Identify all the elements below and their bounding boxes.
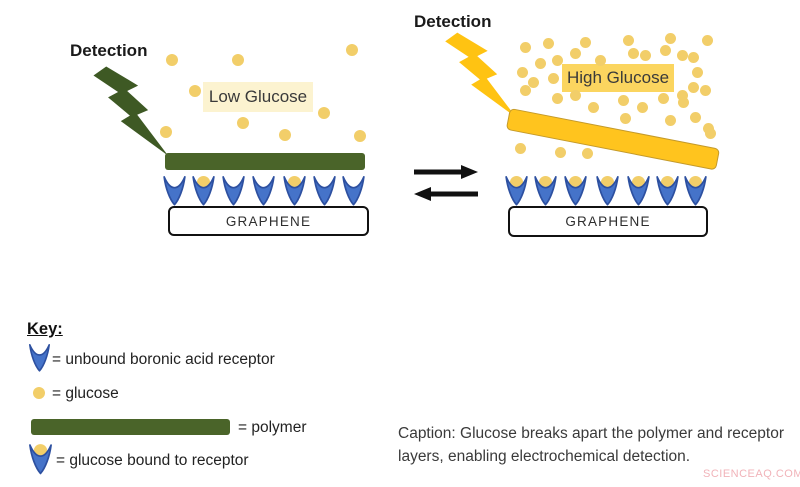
glucose-dot [594, 54, 606, 66]
glucose-dot [581, 147, 593, 159]
glucose-dot [622, 34, 634, 46]
high-glucose-label-text: High Glucose [566, 68, 670, 87]
glucose-key-icon [33, 387, 45, 399]
glucose-dot [237, 117, 249, 129]
unbound-receptor [312, 176, 336, 206]
unbound-receptor [251, 176, 275, 206]
glucose-dot [551, 92, 563, 104]
watermark: SCIENCEAQ.COM [703, 468, 800, 480]
glucose-dot [636, 101, 648, 113]
glucose-dot [318, 107, 330, 119]
bound-receptor [282, 175, 306, 206]
bound-receptor-icon [29, 444, 52, 475]
equilibrium-arrows-icon [414, 165, 478, 201]
bound-receptor [533, 175, 557, 206]
bound-receptor [595, 175, 619, 206]
glucose-dot [619, 112, 631, 124]
glucose-dot [687, 81, 699, 93]
glucose-dot [160, 126, 172, 138]
unbound-receptor-icon [29, 343, 50, 372]
glucose-dot [166, 54, 178, 66]
glucose-dot [519, 84, 531, 96]
glucose-dot [354, 130, 366, 142]
bound-receptor [563, 175, 587, 206]
glucose-dot [676, 49, 688, 61]
detection-label-left: Detection [70, 41, 148, 60]
glucose-dot [704, 127, 716, 139]
glucose-dot [617, 94, 629, 106]
graphene-box-left: GRAPHENE [168, 206, 369, 236]
bound-receptor [191, 175, 215, 206]
glucose-dot [699, 84, 711, 96]
graphene-box-right: GRAPHENE [508, 206, 708, 237]
bound-receptor [504, 175, 528, 206]
glucose-dot [514, 142, 526, 154]
bound-receptor [683, 175, 707, 206]
glucose-dot [627, 47, 639, 59]
polymer-key-icon [31, 419, 230, 435]
detection-label-right: Detection [414, 12, 492, 31]
glucose-dot [677, 96, 689, 108]
key-label-bound-receptor: = glucose bound to receptor [56, 452, 249, 469]
high-glucose-label: High Glucose [562, 64, 674, 92]
glucose-dot [279, 129, 291, 141]
key-label-polymer: = polymer [238, 419, 307, 436]
glucose-dot [569, 47, 581, 59]
lightning-bolt-yellow-icon [445, 32, 517, 118]
glucose-dot [551, 54, 563, 66]
glucose-dot [232, 54, 244, 66]
key-label-glucose: = glucose [52, 385, 119, 402]
glucose-dot [519, 41, 531, 53]
glucose-dot [527, 76, 539, 88]
key-title: Key: [27, 320, 63, 338]
bound-receptor [626, 175, 650, 206]
low-glucose-label: Low Glucose [203, 82, 313, 112]
low-glucose-label-text: Low Glucose [208, 87, 308, 106]
glucose-dot [189, 85, 201, 97]
glucose-dot [516, 66, 528, 78]
glucose-dot [676, 89, 688, 101]
glucose-dot [687, 51, 699, 63]
glucose-dot [689, 111, 701, 123]
glucose-dot [701, 34, 713, 46]
caption-text: Caption: Glucose breaks apart the polyme… [398, 425, 784, 466]
glucose-dot [691, 66, 703, 78]
unbound-receptor [221, 176, 245, 206]
glucose-dot [664, 32, 676, 44]
polymer-bar-right-detached [505, 108, 721, 171]
glucose-dot [554, 146, 566, 158]
glucose-dot [657, 92, 669, 104]
lightning-bolt-green-icon [93, 66, 169, 156]
glucose-dot [542, 37, 554, 49]
graphene-label-right: GRAPHENE [565, 214, 651, 229]
glucose-dot [659, 44, 671, 56]
graphene-label-left: GRAPHENE [225, 213, 312, 229]
glucose-dot [346, 44, 358, 56]
glucose-dot [547, 72, 559, 84]
glucose-dot [639, 49, 651, 61]
key-label-unbound-receptor: = unbound boronic acid receptor [52, 351, 275, 368]
glucose-dot [587, 101, 599, 113]
unbound-receptor [341, 176, 365, 206]
glucose-dot [534, 57, 546, 69]
bound-receptor [655, 175, 679, 206]
polymer-bar-left [165, 153, 365, 170]
unbound-receptor [162, 176, 186, 206]
glucose-dot [664, 114, 676, 126]
glucose-dot [579, 36, 591, 48]
glucose-dot [569, 89, 581, 101]
